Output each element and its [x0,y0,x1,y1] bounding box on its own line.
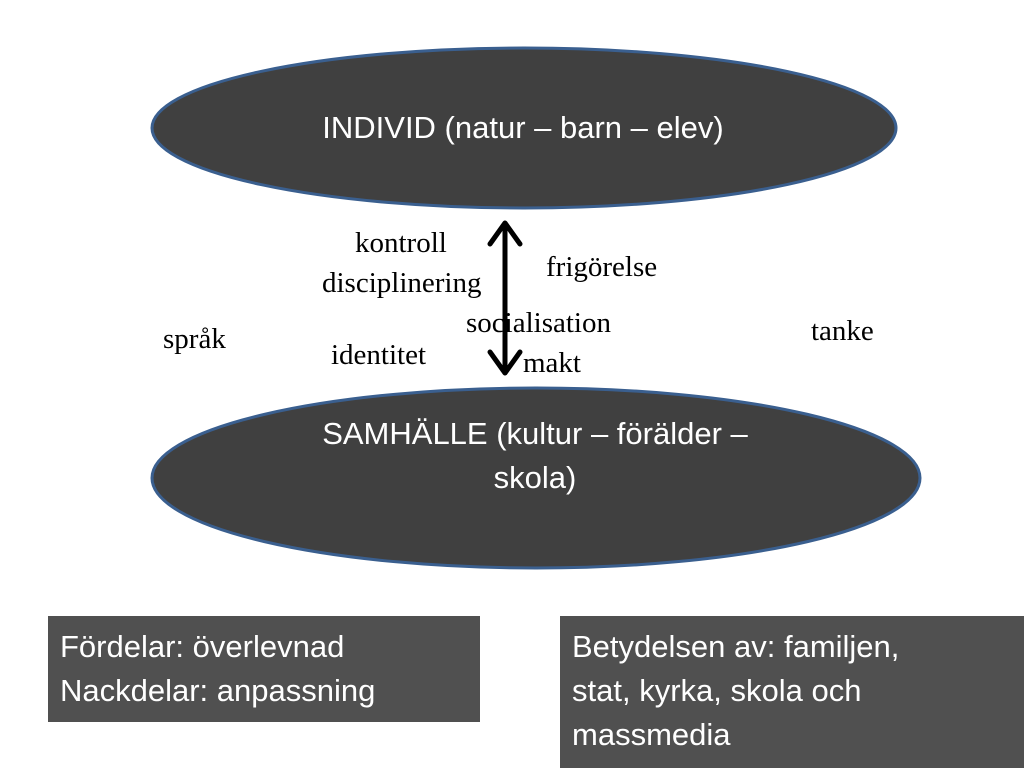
samhalle-ellipse [150,386,922,570]
significance-line1: Betydelsen av: familjen, [572,629,900,664]
word-kontroll: kontroll [355,227,447,259]
word-sprak: språk [163,323,226,355]
word-disciplinering: disciplinering [322,267,482,299]
samhalle-label-line1: SAMHÄLLE (kultur – förälder – [322,416,748,451]
cons-line: Nackdelar: anpassning [60,673,376,708]
significance-line3: massmedia [572,717,731,752]
word-frigorelse: frigörelse [546,251,658,283]
individ-ellipse [150,46,898,210]
double-arrow [487,220,523,376]
pros-line: Fördelar: överlevnad [60,629,345,664]
pros-cons-box: Fördelar: överlevnad Nackdelar: anpassni… [48,616,480,722]
word-makt: makt [523,347,581,379]
word-tanke: tanke [811,315,874,347]
samhalle-label-line2: skola) [493,460,577,495]
significance-line2: stat, kyrka, skola och [572,673,862,708]
word-identitet: identitet [331,339,427,371]
samhalle-label: SAMHÄLLE (kultur – förälder – skola) [270,412,800,500]
individ-label: INDIVID (natur – barn – elev) [322,110,724,145]
significance-box: Betydelsen av: familjen, stat, kyrka, sk… [560,616,1024,768]
word-socialisation: socialisation [466,307,611,339]
